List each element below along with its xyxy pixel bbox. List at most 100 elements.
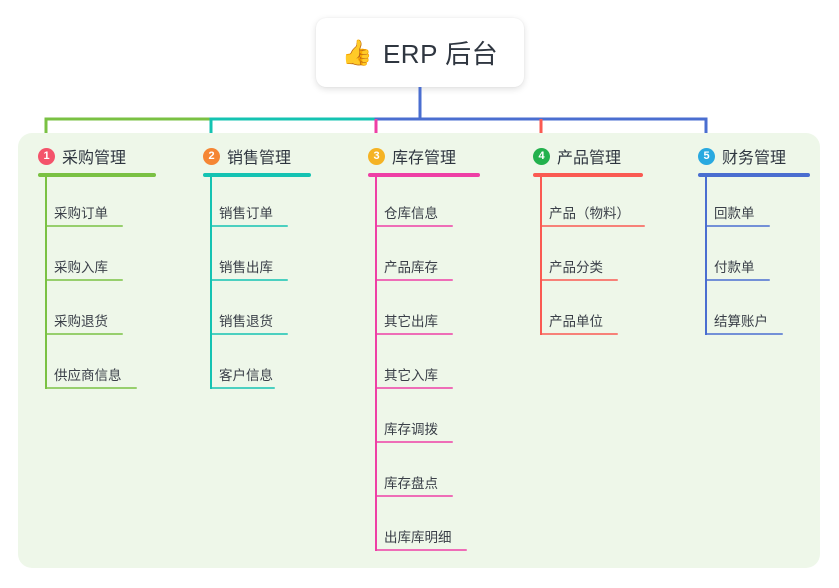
item-underline — [375, 225, 453, 227]
item-underline — [375, 333, 453, 335]
item-label: 采购入库 — [54, 260, 108, 275]
thumbs-up-icon: 👍 — [341, 38, 373, 67]
branch-spine-1 — [45, 177, 47, 389]
item-label: 产品分类 — [549, 260, 603, 275]
item-label: 回款单 — [714, 206, 755, 221]
item-label: 销售退货 — [219, 314, 273, 329]
branch-badge-2: 2 — [203, 147, 220, 165]
item-label: 采购退货 — [54, 314, 108, 329]
item-underline — [540, 333, 618, 335]
list-item[interactable]: 产品库存 — [348, 231, 513, 285]
list-item[interactable]: 采购订单 — [18, 177, 183, 231]
item-underline — [210, 225, 288, 227]
list-item[interactable]: 销售出库 — [183, 231, 348, 285]
branch-spine-3 — [375, 177, 377, 551]
branch-header-4[interactable]: 4 产品管理 — [513, 133, 678, 179]
item-underline — [705, 279, 770, 281]
branch-underline-3 — [368, 173, 480, 177]
list-item[interactable]: 采购退货 — [18, 285, 183, 339]
branch-spine-4 — [540, 177, 542, 335]
list-item[interactable]: 供应商信息 — [18, 339, 183, 393]
item-label: 出库库明细 — [384, 530, 452, 545]
branch-header-3[interactable]: 3 库存管理 — [348, 133, 513, 179]
item-underline — [45, 387, 137, 389]
item-underline — [45, 279, 123, 281]
list-item[interactable]: 产品分类 — [513, 231, 678, 285]
item-label: 采购订单 — [54, 206, 108, 221]
branch-items-4: 产品（物料） 产品分类 产品单位 — [513, 177, 678, 339]
branch-spine-2 — [210, 177, 212, 389]
list-item[interactable]: 销售订单 — [183, 177, 348, 231]
list-item[interactable]: 出库库明细 — [348, 501, 513, 555]
item-label: 仓库信息 — [384, 206, 438, 221]
branch-items-1: 采购订单 采购入库 采购退货 供应商信息 — [18, 177, 183, 393]
root-node[interactable]: 👍 ERP 后台 — [316, 18, 524, 87]
branch-column-4: 4 产品管理 产品（物料） 产品分类 产品单位 — [513, 133, 678, 335]
list-item[interactable]: 其它出库 — [348, 285, 513, 339]
branch-badge-3: 3 — [368, 147, 385, 165]
item-label: 其它入库 — [384, 368, 438, 383]
branch-title-4: 产品管理 — [557, 150, 622, 167]
item-underline — [210, 279, 288, 281]
item-label: 产品（物料） — [549, 206, 630, 221]
list-item[interactable]: 采购入库 — [18, 231, 183, 285]
branch-items-2: 销售订单 销售出库 销售退货 客户信息 — [183, 177, 348, 393]
item-underline — [540, 225, 645, 227]
root-title: ERP 后台 — [382, 39, 499, 69]
list-item[interactable]: 产品（物料） — [513, 177, 678, 231]
branch-underline-1 — [38, 173, 156, 177]
item-label: 库存调拨 — [384, 422, 438, 437]
item-label: 客户信息 — [219, 368, 273, 383]
branch-header-1[interactable]: 1 采购管理 — [18, 133, 183, 179]
list-item[interactable]: 回款单 — [678, 177, 839, 231]
branch-underline-2 — [203, 173, 311, 177]
item-label: 结算账户 — [714, 314, 768, 329]
list-item[interactable]: 客户信息 — [183, 339, 348, 393]
item-underline — [540, 279, 618, 281]
list-item[interactable]: 库存调拨 — [348, 393, 513, 447]
item-underline — [705, 333, 783, 335]
item-underline — [375, 387, 453, 389]
item-label: 销售订单 — [219, 206, 273, 221]
branch-column-5: 5 财务管理 回款单 付款单 结算账户 — [678, 133, 839, 335]
branch-badge-1: 1 — [38, 147, 55, 165]
branch-underline-5 — [698, 173, 810, 177]
item-underline — [45, 333, 123, 335]
item-label: 供应商信息 — [54, 368, 122, 383]
item-underline — [375, 495, 453, 497]
list-item[interactable]: 销售退货 — [183, 285, 348, 339]
branch-column-2: 2 销售管理 销售订单 销售出库 销售退货 客户信息 — [183, 133, 348, 389]
item-label: 产品单位 — [549, 314, 603, 329]
list-item[interactable]: 其它入库 — [348, 339, 513, 393]
item-underline — [375, 549, 467, 551]
branch-spine-5 — [705, 177, 707, 335]
branch-title-5: 财务管理 — [722, 150, 787, 167]
item-underline — [210, 387, 275, 389]
branch-columns: 1 采购管理 采购订单 采购入库 采购退货 供应商信息 — [18, 133, 820, 568]
item-label: 库存盘点 — [384, 476, 438, 491]
item-label: 销售出库 — [219, 260, 273, 275]
branch-title-3: 库存管理 — [392, 150, 457, 167]
branch-title-1: 采购管理 — [62, 150, 127, 167]
branch-header-5[interactable]: 5 财务管理 — [678, 133, 839, 179]
list-item[interactable]: 库存盘点 — [348, 447, 513, 501]
item-underline — [705, 225, 770, 227]
branch-underline-4 — [533, 173, 643, 177]
branch-title-2: 销售管理 — [227, 150, 292, 167]
item-label: 其它出库 — [384, 314, 438, 329]
branch-items-5: 回款单 付款单 结算账户 — [678, 177, 839, 339]
branch-header-2[interactable]: 2 销售管理 — [183, 133, 348, 179]
list-item[interactable]: 结算账户 — [678, 285, 839, 339]
item-underline — [375, 279, 453, 281]
branch-column-1: 1 采购管理 采购订单 采购入库 采购退货 供应商信息 — [18, 133, 183, 389]
branch-column-3: 3 库存管理 仓库信息 产品库存 其它出库 其它入库 — [348, 133, 513, 551]
item-underline — [45, 225, 123, 227]
list-item[interactable]: 仓库信息 — [348, 177, 513, 231]
item-underline — [375, 441, 453, 443]
list-item[interactable]: 产品单位 — [513, 285, 678, 339]
item-label: 付款单 — [714, 260, 755, 275]
list-item[interactable]: 付款单 — [678, 231, 839, 285]
branch-items-3: 仓库信息 产品库存 其它出库 其它入库 库存调拨 — [348, 177, 513, 555]
item-underline — [210, 333, 288, 335]
